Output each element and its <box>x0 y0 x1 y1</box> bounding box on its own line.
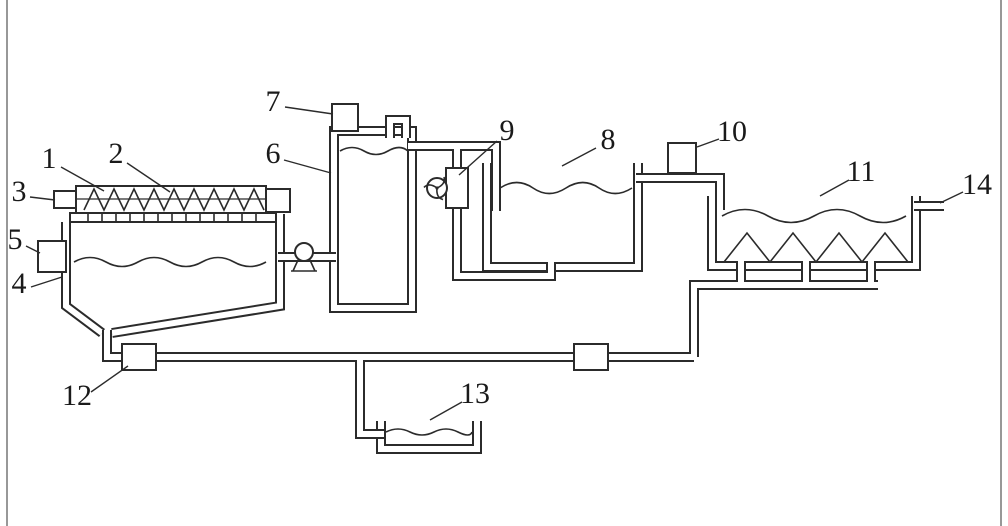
fan-unit-9 <box>423 167 469 209</box>
ref-label-1: 1 <box>42 142 105 192</box>
screw-auger <box>83 187 265 212</box>
ref-number-9: 9 <box>500 114 515 147</box>
fan-impeller-blades <box>423 176 446 201</box>
inline-box-10 <box>667 142 697 174</box>
leader-line-6 <box>283 159 332 174</box>
ref-number-2: 2 <box>109 137 124 170</box>
leader-line-9 <box>458 140 498 176</box>
packing-zigzag-tank11 <box>723 231 909 264</box>
leader-line-5 <box>25 245 41 254</box>
leader-line-13 <box>429 401 463 421</box>
ref-label-2: 2 <box>109 137 171 193</box>
piping-bore-layer <box>107 120 944 434</box>
ref-label-5: 5 <box>8 223 41 256</box>
ref-number-7: 7 <box>266 85 281 118</box>
screw-conveyor-assembly <box>53 185 291 223</box>
water-line-tank4 <box>73 256 267 268</box>
pump-symbol <box>291 242 317 272</box>
leader-line-7 <box>284 106 334 115</box>
vessel-6-body <box>334 131 412 308</box>
ref-label-12: 12 <box>62 365 129 412</box>
tank-4-right-wall <box>112 214 280 333</box>
drain-header-bore <box>694 285 878 357</box>
discharge-grate <box>69 212 277 223</box>
ref-label-14: 14 <box>939 168 992 204</box>
ref-number-12: 12 <box>62 379 92 412</box>
water-line-vessel6 <box>339 146 409 156</box>
leader-line-1 <box>60 166 105 192</box>
ref-label-11: 11 <box>819 155 876 197</box>
water-line-tank8 <box>499 181 633 195</box>
ref-label-6: 6 <box>266 137 332 174</box>
ref-label-7: 7 <box>266 85 334 118</box>
ref-number-10: 10 <box>717 115 747 148</box>
ref-number-3: 3 <box>12 175 27 208</box>
leader-line-10 <box>696 138 720 148</box>
side-box-5 <box>37 240 67 273</box>
ref-label-13: 13 <box>429 377 490 421</box>
fan-housing <box>445 167 469 209</box>
tank-11-body <box>712 196 916 266</box>
conveyor-end-box <box>265 188 291 213</box>
ref-number-11: 11 <box>847 155 876 188</box>
ref-number-4: 4 <box>12 267 27 300</box>
ref-number-8: 8 <box>601 123 616 156</box>
leader-line-11 <box>819 179 850 197</box>
ref-number-1: 1 <box>42 142 57 175</box>
ref-number-6: 6 <box>266 137 281 170</box>
inline-box-mid <box>573 343 609 371</box>
ref-label-3: 3 <box>12 175 56 208</box>
ref-label-9: 9 <box>458 114 515 176</box>
tank-11-body-core <box>712 196 916 266</box>
ref-number-14: 14 <box>962 168 992 201</box>
pump-legs <box>291 259 317 272</box>
leader-line-14 <box>939 191 964 204</box>
tank-4-left-wall-core <box>66 222 102 333</box>
ref-number-13: 13 <box>460 377 490 410</box>
leader-line-4 <box>30 276 63 288</box>
leader-line-2 <box>126 162 171 193</box>
ref-label-10: 10 <box>696 115 747 148</box>
reference-labels: 1 2 3 5 4 12 6 7 <box>8 85 992 421</box>
tank-11-drain-header <box>694 285 878 357</box>
top-box-7 <box>331 103 359 132</box>
tank-13-body <box>381 421 477 449</box>
liquid-levels <box>73 146 907 436</box>
ref-number-5: 5 <box>8 223 23 256</box>
leader-line-12 <box>90 365 129 393</box>
ref-label-4: 4 <box>12 267 63 300</box>
ref-label-8: 8 <box>561 123 616 167</box>
tank-8-body-core <box>487 163 638 267</box>
conveyor-inlet-stub <box>53 190 77 209</box>
tank-8-body <box>487 163 638 267</box>
leader-line-8 <box>561 147 597 167</box>
water-line-tank13 <box>385 428 473 436</box>
grate-ticks <box>87 213 257 222</box>
leader-line-3 <box>29 196 56 201</box>
water-line-tank11 <box>721 208 907 224</box>
pump-circle <box>294 242 314 262</box>
vessel-6-body-core <box>334 131 412 308</box>
